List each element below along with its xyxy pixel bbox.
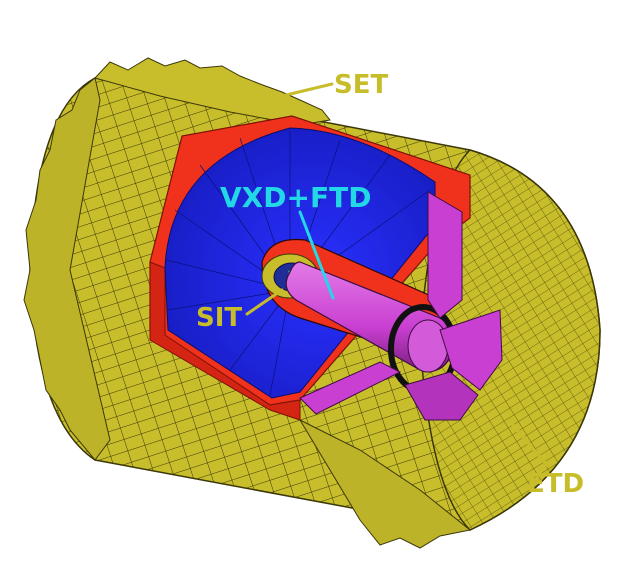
sit-callout-line [245,288,284,316]
inner-tracker [261,191,503,421]
label-set: SET [334,70,388,100]
labels: SET VXD+FTD SIT ETD [196,70,584,499]
label-sit: SIT [196,303,242,333]
label-etd: ETD [527,469,584,499]
set-callout-line [280,82,334,98]
vxd-ftd-callout-line [298,210,335,300]
callout-lines [245,82,550,468]
etd-callout-line [510,422,550,468]
label-vxd-ftd: VXD+FTD [220,181,371,214]
